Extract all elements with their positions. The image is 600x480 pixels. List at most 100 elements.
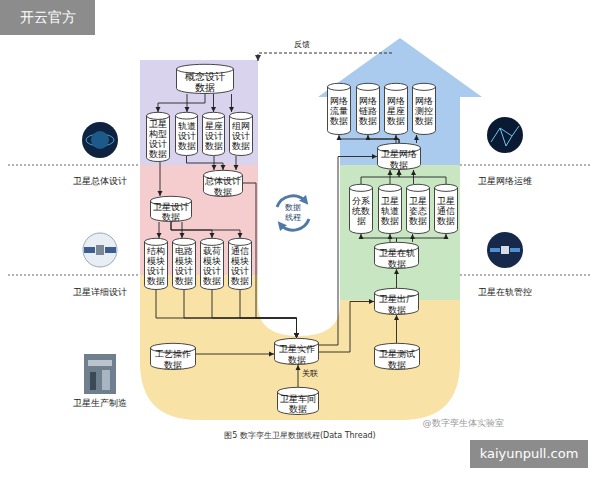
text-wrap: 网络测控数据 [414, 96, 434, 126]
cylinder-top [229, 238, 252, 245]
cylinder-body [357, 87, 380, 135]
data-flow-arrow [361, 170, 399, 184]
stage-label: 卫星生产制造 [65, 398, 135, 408]
cylinder-body [229, 242, 252, 290]
node-text: 卫星出厂数据 [378, 294, 416, 314]
cylinder-top [328, 83, 351, 90]
cylinder-top [145, 238, 168, 245]
text-holder: 卫星轨道数据 [378, 190, 402, 232]
icon-disc [487, 232, 523, 268]
text-wrap: 网络星座数据 [386, 96, 406, 126]
node-text: 星座设计数据 [204, 121, 223, 151]
data-cylinder: 卫星姿态数据 [406, 184, 430, 234]
icon-disc [487, 117, 523, 153]
text-wrap: 网络流量数据 [329, 96, 349, 126]
data-cylinder: 卫星构型设计数据 [146, 112, 170, 162]
text-holder: 卫星网络数据 [377, 151, 421, 168]
node-text: 卫星网络数据 [380, 149, 418, 169]
network-icon [487, 117, 523, 153]
text-wrap: 卫星实作数据 [278, 344, 316, 364]
text-holder: 星座设计数据 [202, 118, 225, 154]
text-holder: 网络星座数据 [384, 89, 408, 133]
data-cylinder: 载荷模块设计数据 [200, 238, 224, 290]
text-holder: 总体设计数据 [203, 178, 243, 195]
text-holder: 概念设计数据 [176, 72, 234, 92]
data-cylinder: 工艺操作数据 [150, 343, 196, 370]
text-wrap: 总体设计数据 [204, 176, 242, 196]
node-text: 卫星姿态数据 [408, 196, 428, 226]
text-wrap: 卫星网络数据 [380, 149, 418, 169]
text-holder: 载荷模块设计数据 [200, 244, 224, 288]
text-wrap: 卫星出厂数据 [378, 294, 416, 314]
text-wrap: 卫星通信数据 [436, 196, 456, 226]
text-wrap: 载荷模块设计数据 [202, 246, 222, 286]
orbit-satellite-icon [487, 232, 523, 268]
stage-separator [460, 165, 592, 166]
data-flow-arrow [214, 156, 215, 170]
node-text: 概念设计数据 [183, 71, 227, 93]
feedback-line [258, 53, 392, 61]
icon-panel [84, 247, 95, 253]
text-holder: 卫星车间数据 [277, 395, 319, 413]
factory-photo [84, 354, 116, 394]
data-cylinder: 卫星轨道数据 [378, 184, 402, 234]
text-holder: 卫星在轨数据 [374, 250, 419, 267]
data-flow-arrow [390, 170, 391, 184]
node-text: 卫星测试数据 [378, 349, 416, 369]
text-wrap: 概念设计数据 [183, 71, 227, 93]
cylinder-body [379, 188, 402, 234]
cylinder-top [173, 238, 196, 245]
text-holder: 轨道设计数据 [175, 118, 198, 154]
data-cylinder: 卫星出厂数据 [374, 288, 419, 315]
data-flow-arrow [361, 234, 397, 242]
data-cylinder: 卫星在轨数据 [374, 242, 419, 269]
cylinder-top [379, 184, 402, 191]
text-wrap: 通信模块设计数据 [230, 246, 250, 286]
cylinder-top [357, 83, 380, 90]
text-wrap: 轨道设计数据 [177, 121, 196, 151]
stage-label: 卫星详细设计 [65, 287, 135, 297]
icon-links [491, 126, 519, 146]
cylinder-top [350, 184, 373, 191]
overall-design-band [140, 60, 258, 165]
watermark-badge: kaiyunpull.com [470, 440, 588, 468]
data-flow-arrow [236, 156, 237, 170]
cylinder-body [201, 242, 224, 290]
cylinder-top [407, 184, 430, 191]
node-text: 总体设计数据 [204, 176, 242, 196]
cylinder-body [435, 188, 458, 234]
data-flow-arrow [187, 94, 188, 112]
data-cylinder: 总体设计数据 [203, 170, 243, 197]
cylinder-top [147, 112, 170, 119]
text-wrap: 卫星设计数据 [152, 202, 190, 222]
cylinder-top [176, 112, 198, 119]
data-flow-arrow [397, 234, 447, 242]
data-flow-arrow [196, 354, 274, 355]
cylinder-body [385, 87, 408, 135]
text-wrap: 卫星姿态数据 [408, 196, 428, 226]
watermark: @数字孪生体实验室 [398, 418, 528, 429]
cylinder-top [203, 112, 225, 119]
node-text: 卫星构型设计数据 [148, 119, 168, 159]
data-flow-arrow [298, 365, 299, 387]
cylinder-body [278, 392, 319, 415]
stage-separator [8, 165, 140, 166]
text-holder: 结构模块设计数据 [144, 244, 168, 288]
stage-label: 卫星总体设计 [65, 176, 135, 186]
cylinder-body [151, 201, 192, 222]
text-holder: 卫星姿态数据 [406, 190, 430, 232]
node-text: 组网设计数据 [231, 121, 251, 151]
text-holder: 组网设计数据 [229, 118, 253, 154]
text-holder: 卫星出厂数据 [374, 296, 419, 313]
text-holder: 卫星设计数据 [150, 204, 192, 220]
data-flow-arrow [339, 135, 399, 143]
data-cylinder: 卫星车间数据 [277, 387, 319, 415]
data-cylinder: 组网设计数据 [229, 112, 253, 156]
node-text: 卫星轨道数据 [380, 196, 400, 226]
text-holder: 卫星构型设计数据 [146, 118, 170, 160]
cylinder-body [147, 116, 170, 162]
feedback-label: 反馈 [290, 40, 314, 50]
data-cylinder: 卫星网络数据 [377, 143, 421, 170]
